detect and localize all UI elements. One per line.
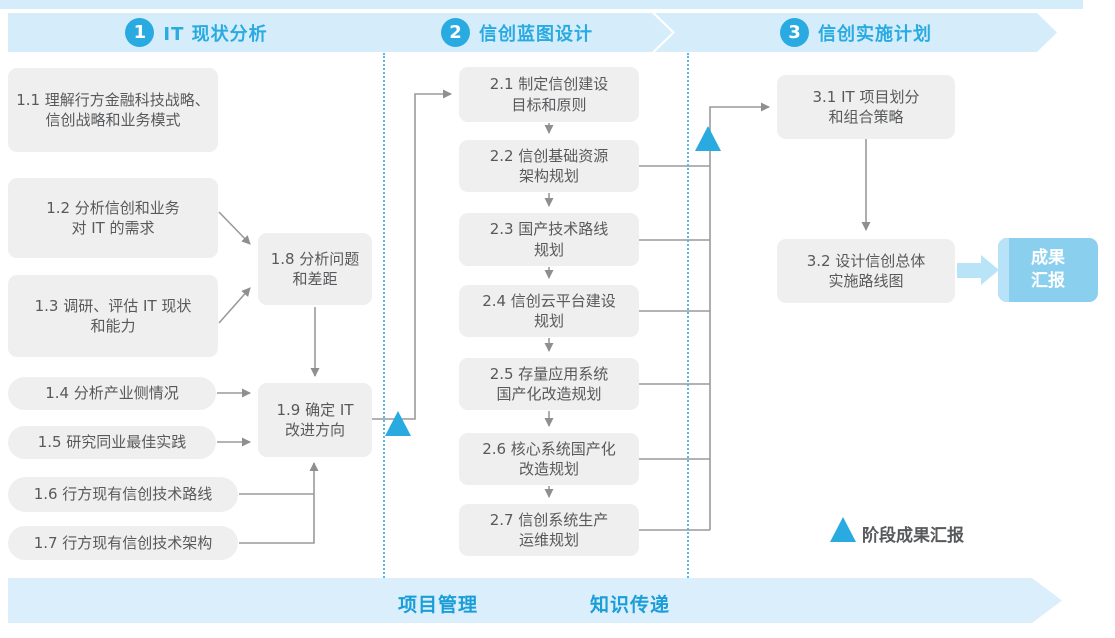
box-1-3-line2: 和能力 — [90, 317, 136, 335]
box-2-4-line1: 2.4 信创云平台建设 — [482, 291, 616, 310]
result-arrow-head-icon — [981, 255, 999, 285]
legend-triangle-icon — [830, 517, 856, 542]
result-box-line2: 汇报 — [1031, 271, 1065, 291]
phase-1-number-badge: 1 — [125, 18, 154, 47]
box-1-9-line2: 改进方向 — [284, 421, 345, 439]
box-1-8-line1: 1.8 分析问题 — [270, 249, 360, 268]
box-2-6: 2.6 核心系统国产化 改造规划 — [459, 433, 639, 485]
footer-label-project-management: 项目管理 — [398, 594, 479, 616]
box-2-2-line2: 架构规划 — [518, 167, 579, 185]
footer-banner — [8, 578, 1062, 623]
phase-banner-1: 1 IT 现状分析 — [8, 13, 385, 52]
phase-2-title: 信创蓝图设计 — [479, 23, 593, 45]
box-1-7-line1: 1.7 行方现有信创技术架构 — [33, 533, 213, 552]
box-2-1-line1: 2.1 制定信创建设 — [489, 75, 609, 94]
phase-2-number-badge: 2 — [441, 18, 470, 47]
box-1-5: 1.5 研究同业最佳实践 — [8, 426, 216, 459]
box-2-1: 2.1 制定信创建设 目标和原则 — [459, 67, 639, 122]
box-2-1-line2: 目标和原则 — [511, 95, 587, 114]
result-box: 成果 汇报 — [998, 238, 1098, 302]
box-1-7: 1.7 行方现有信创技术架构 — [8, 526, 238, 560]
box-3-2-line1: 3.2 设计信创总体 — [806, 251, 926, 270]
box-2-6-line2: 改造规划 — [518, 460, 579, 478]
phase-1-title: IT 现状分析 — [163, 23, 268, 45]
box-2-6-line1: 2.6 核心系统国产化 — [482, 439, 616, 458]
box-1-8-line2: 和差距 — [292, 270, 338, 288]
box-1-1-line2: 信创战略和业务模式 — [45, 111, 181, 129]
box-2-5: 2.5 存量应用系统 国产化改造规划 — [459, 358, 639, 410]
footer-label-knowledge-transfer: 知识传递 — [590, 594, 671, 616]
box-2-2-line1: 2.2 信创基础资源 — [489, 146, 609, 165]
box-1-4-line1: 1.4 分析产业侧情况 — [45, 384, 179, 403]
box-1-4: 1.4 分析产业侧情况 — [8, 377, 216, 410]
box-1-6-line1: 1.6 行方现有信创技术路线 — [33, 485, 213, 504]
result-box-line1: 成果 — [1031, 248, 1065, 269]
phase-divider-1-2 — [383, 53, 385, 578]
phase-3-title: 信创实施计划 — [818, 23, 932, 45]
box-1-1-line1: 1.1 理解行方金融科技战略、 — [16, 90, 210, 109]
box-2-7: 2.7 信创系统生产 运维规划 — [459, 504, 639, 556]
box-2-3: 2.3 国产技术路线 规划 — [459, 213, 639, 266]
box-3-1: 3.1 IT 项目划分 和组合策略 — [777, 75, 955, 139]
phase-banner-3: 3 信创实施计划 — [655, 13, 1057, 52]
top-strip — [0, 0, 1083, 9]
phase-banner-2: 2 信创蓝图设计 — [362, 13, 672, 52]
box-2-2: 2.2 信创基础资源 架构规划 — [459, 140, 639, 192]
box-2-7-line1: 2.7 信创系统生产 — [489, 510, 609, 529]
box-3-1-line2: 和组合策略 — [828, 108, 904, 126]
box-1-3-line1: 1.3 调研、评估 IT 现状 — [34, 296, 192, 315]
milestone-triangle-phase1-icon — [385, 411, 411, 436]
box-3-1-line1: 3.1 IT 项目划分 — [812, 87, 920, 106]
phase-divider-2-3 — [687, 53, 689, 578]
box-1-5-line1: 1.5 研究同业最佳实践 — [37, 433, 187, 452]
box-1-2-line1: 1.2 分析信创和业务 — [46, 198, 180, 217]
box-2-3-line1: 2.3 国产技术路线 — [489, 220, 609, 239]
box-1-8: 1.8 分析问题 和差距 — [258, 233, 372, 305]
box-1-3: 1.3 调研、评估 IT 现状 和能力 — [8, 275, 218, 357]
result-box-left-strip — [998, 238, 1009, 302]
box-1-9-line1: 1.9 确定 IT — [276, 400, 354, 419]
box-1-2-line2: 对 IT 的需求 — [71, 219, 155, 237]
box-2-7-line2: 运维规划 — [518, 531, 579, 549]
legend-label: 阶段成果汇报 — [862, 526, 964, 546]
box-3-2: 3.2 设计信创总体 实施路线图 — [777, 239, 955, 303]
box-2-5-line1: 2.5 存量应用系统 — [489, 364, 609, 383]
box-3-2-line2: 实施路线图 — [828, 272, 904, 290]
result-arrow — [957, 263, 981, 278]
box-1-6: 1.6 行方现有信创技术路线 — [8, 477, 238, 512]
box-2-3-line2: 规划 — [533, 240, 564, 259]
box-1-2: 1.2 分析信创和业务 对 IT 的需求 — [8, 178, 218, 258]
box-2-4-line2: 规划 — [533, 312, 564, 330]
box-2-5-line2: 国产化改造规划 — [496, 385, 602, 403]
milestone-triangle-phase2-icon — [695, 126, 721, 151]
box-2-4: 2.4 信创云平台建设 规划 — [459, 285, 639, 337]
box-1-9: 1.9 确定 IT 改进方向 — [258, 383, 372, 457]
box-1-1: 1.1 理解行方金融科技战略、 信创战略和业务模式 — [8, 68, 218, 152]
phase-3-number-badge: 3 — [780, 18, 809, 47]
